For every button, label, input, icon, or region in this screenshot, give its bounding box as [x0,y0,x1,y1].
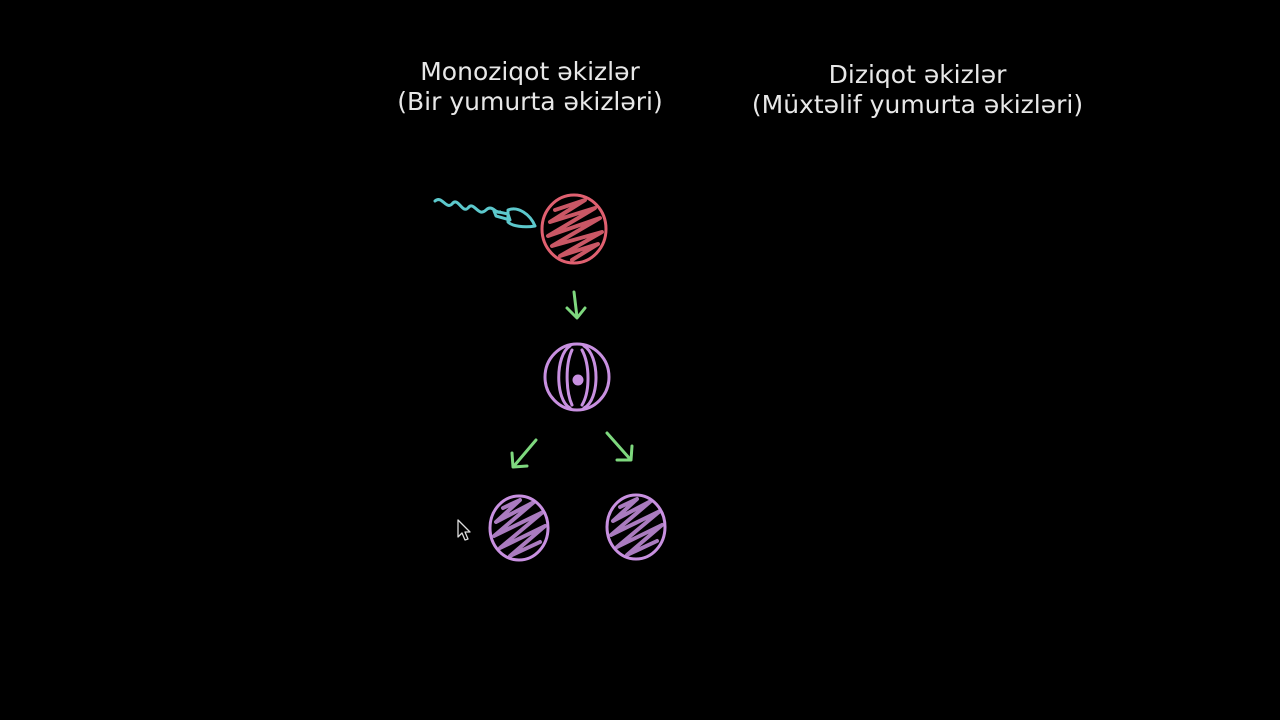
embryo-icon [488,494,550,562]
monozygotic-title: Monoziqot əkizlər [420,57,640,86]
arrow-icon [565,290,587,320]
arrow-icon [510,431,634,469]
embryo-icon [605,493,667,561]
mouse-cursor-icon [457,519,471,541]
dizygotic-title: Diziqot əkizlər [828,60,1007,89]
sperm-icon [433,198,537,229]
monozygotic-heading: Monoziqot əkizlər (Bir yumurta əkizləri) [380,57,680,117]
egg-icon [540,193,608,265]
monozygotic-subtitle: (Bir yumurta əkizləri) [397,87,663,116]
zygote-icon [543,342,611,412]
dizygotic-heading: Diziqot əkizlər (Müxtəlif yumurta əkizlə… [740,60,1095,120]
dizygotic-subtitle: (Müxtəlif yumurta əkizləri) [751,90,1084,119]
